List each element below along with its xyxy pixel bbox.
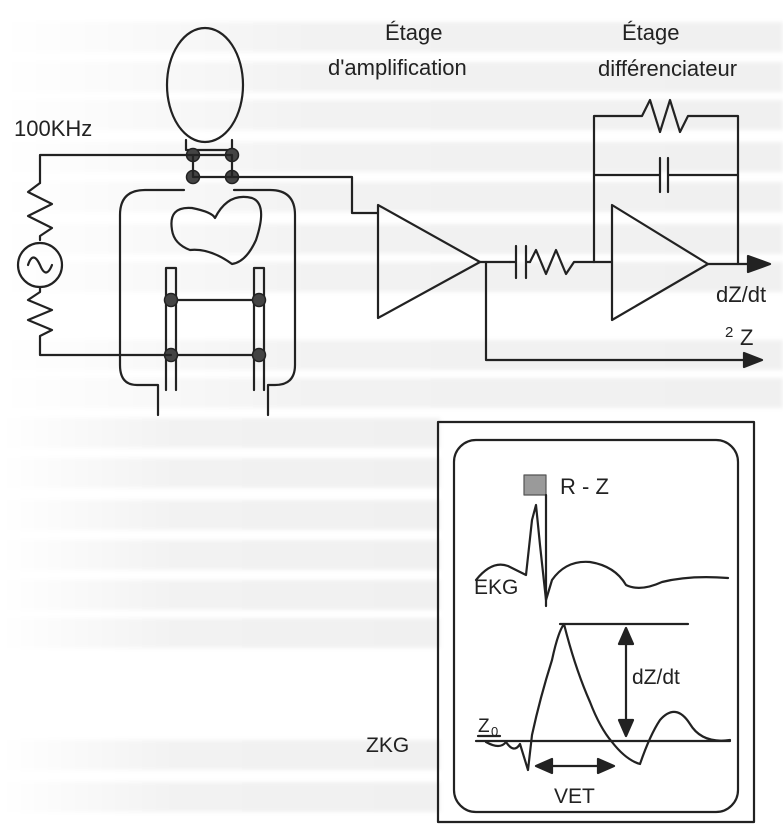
background-text-band: [0, 618, 440, 648]
vet-arrow-left: [534, 757, 554, 775]
waveform-panel-inner: [452, 438, 740, 814]
electrode: [251, 347, 267, 363]
neck-electrode-wires: [191, 153, 234, 179]
electrode: [163, 292, 179, 308]
amplifier-triangle: [376, 203, 482, 320]
upper-resistor: [26, 181, 54, 242]
z0-subscript: 0: [491, 724, 498, 739]
top-wire: [38, 153, 195, 185]
electrode: [251, 292, 267, 308]
body-figure: [118, 26, 297, 417]
dzdt-arrow-bottom: [617, 718, 635, 738]
waveform-panel-outer: [436, 420, 756, 824]
dzdt-arrow-head: [746, 254, 772, 274]
torso-outline: [118, 188, 297, 417]
frequency-label: 100KHz: [14, 116, 92, 141]
background-text-band: [0, 500, 440, 530]
dzdt-arrow-top: [617, 626, 635, 646]
op-amp-triangle: [610, 203, 710, 322]
ekg-label: EKG: [474, 576, 518, 599]
amp-stage-title-2: d'amplification: [328, 55, 467, 80]
electrode-frame: [164, 266, 266, 392]
ekg-waveform: [474, 503, 730, 602]
dzdt-output-label: dZ/dt: [716, 282, 766, 307]
z-output-sup: 2: [725, 324, 733, 341]
background-text-band: [0, 418, 440, 448]
head: [165, 26, 245, 144]
input-capacitor: [508, 244, 532, 280]
feedback-network: [592, 98, 740, 266]
diff-stage-title-1: Étage: [622, 20, 680, 45]
inner-electrode-rails: [169, 298, 261, 357]
rz-label: R - Z: [560, 474, 609, 499]
rz-marker: [523, 474, 547, 496]
vet-label: VET: [554, 785, 595, 808]
heart-shape: [170, 195, 263, 266]
z0-label: Z: [478, 716, 490, 737]
vet-arrow-right: [596, 757, 616, 775]
neck-electrodes: [185, 147, 240, 185]
signal-wire-to-amp: [230, 175, 380, 215]
current-source-loop: [16, 153, 195, 357]
background-text-band: [0, 458, 440, 488]
background-text-band: [0, 182, 783, 212]
z-arrow-head: [742, 351, 764, 369]
background-text-band: [0, 580, 440, 610]
background-text-band: [0, 740, 440, 770]
background-text-band: [0, 540, 440, 570]
lower-resistor: [26, 285, 173, 357]
zkg-label: ZKG: [366, 734, 409, 757]
diff-stage-title-2: différenciateur: [598, 56, 737, 81]
background-text-band: [0, 62, 783, 92]
sine-symbol: [26, 256, 54, 274]
input-resistor: [528, 248, 596, 276]
background-text-band: [0, 262, 783, 292]
amp-stage-title-1: Étage: [385, 20, 443, 45]
background-text-band: [0, 22, 783, 52]
background-text-band: [0, 782, 440, 812]
background-text-band: [0, 142, 783, 172]
z-output-line: [484, 260, 762, 362]
z-output-label: Z: [740, 325, 753, 350]
zkg-waveform: [484, 622, 732, 772]
dzdt-label: dZ/dt: [632, 666, 680, 689]
thoracic-electrodes: [163, 292, 267, 363]
